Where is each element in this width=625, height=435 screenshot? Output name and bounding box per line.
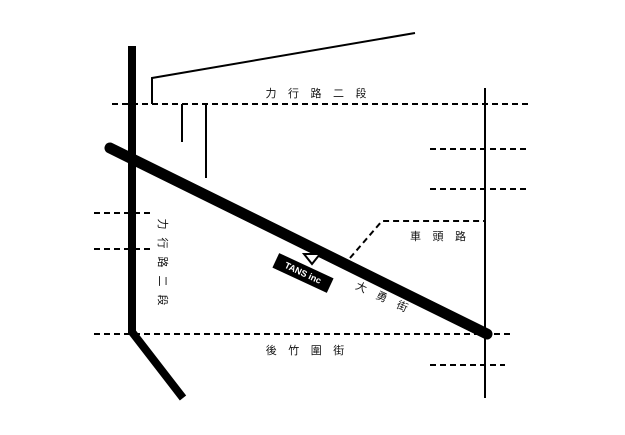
chetou-road-label: 車 頭 路 [410, 229, 470, 243]
houzhuyuan-street-label: 後 竹 圍 街 [266, 343, 349, 357]
lixing-vertical-char: 二 [156, 276, 169, 287]
lixing-vertical-char: 行 [156, 238, 169, 249]
lixing-road-main [128, 46, 187, 401]
lixing-vertical-char: 路 [156, 257, 169, 268]
company-marker-box [272, 253, 334, 293]
dayong-street-main [104, 142, 493, 340]
lixing-vertical-char: 段 [156, 295, 170, 306]
lixing-vertical-char: 力 [156, 219, 169, 230]
lixing-road-label-horizontal: 力 行 路 二 段 [266, 86, 371, 100]
location-pin-icon [301, 253, 323, 266]
lixing-road-label-vertical: 力 行 路 二 段 [156, 219, 170, 306]
top-road-outline [151, 32, 416, 104]
